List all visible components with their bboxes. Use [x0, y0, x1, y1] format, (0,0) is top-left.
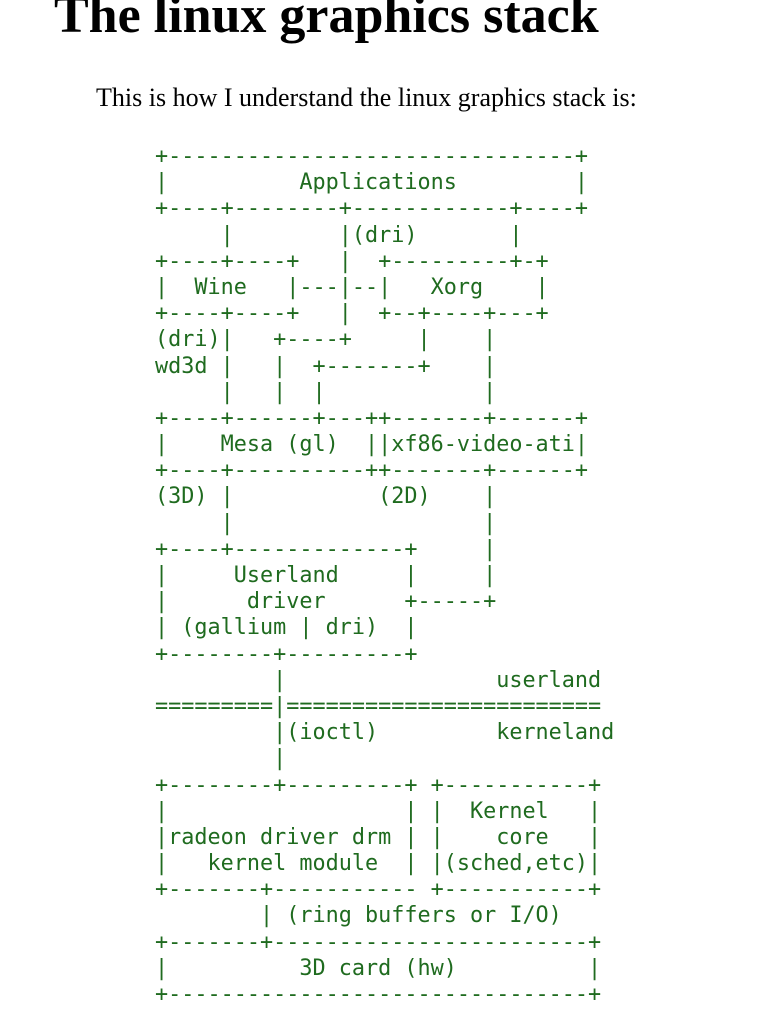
- diagram-line: | Wine |---|--| Xorg |: [155, 274, 549, 300]
- diagram-line: (3D) | (2D) |: [155, 484, 497, 510]
- diagram-line: | |: [155, 510, 497, 536]
- diagram-line: | |(dri) |: [155, 222, 523, 248]
- diagram-line: +----+----+ | +--+----+---+: [155, 301, 549, 327]
- diagram-line: | userland: [155, 667, 602, 693]
- diagram-line: +----+-------------+ |: [155, 536, 497, 562]
- diagram-line: wd3d | | +-------+ |: [155, 353, 497, 379]
- diagram-line: | kernel module | |(sched,etc)|: [155, 851, 602, 877]
- diagram-line: | | | |: [155, 379, 497, 405]
- diagram-line: |radeon driver drm | | core |: [155, 824, 602, 850]
- diagram-line: | (gallium | dri) |: [155, 615, 418, 641]
- diagram-line: +----+--------+------------+----+: [155, 196, 589, 222]
- intro-paragraph: This is how I understand the linux graph…: [96, 83, 637, 112]
- diagram-line: | (ring buffers or I/O): [155, 903, 562, 929]
- diagram-line: | driver +-----+: [155, 589, 497, 615]
- diagram-line: +----+----+ | +---------+-+: [155, 248, 549, 274]
- graphics-stack-ascii-diagram: +-------------------------------+| Appli…: [155, 144, 614, 1008]
- diagram-line: +-------------------------------+: [155, 144, 589, 169]
- diagram-line: +--------+---------+ +-----------+: [155, 772, 602, 798]
- diagram-line: +----+----------++-------+------+: [155, 458, 589, 484]
- diagram-line: +----+------+---++-------+------+: [155, 405, 589, 431]
- diagram-line: =========|========================: [155, 693, 602, 719]
- diagram-line: | | | Kernel |: [155, 798, 602, 824]
- diagram-line: | Userland | |: [155, 563, 497, 588]
- diagram-line: +-------+------------------------+: [155, 929, 602, 955]
- diagram-line: |(ioctl) kerneland: [155, 720, 615, 746]
- diagram-line: +-------+----------- +-----------+: [155, 877, 602, 903]
- diagram-line: |: [155, 746, 287, 772]
- diagram-line: (dri)| +----+ | |: [155, 327, 497, 353]
- diagram-line: | Mesa (gl) ||xf86-video-ati|: [155, 432, 589, 458]
- diagram-line: +--------------------------------+: [155, 982, 602, 1007]
- diagram-line: | 3D card (hw) |: [155, 955, 602, 981]
- diagram-line: +--------+---------+: [155, 641, 418, 667]
- diagram-line: | Applications |: [155, 170, 589, 196]
- page-title: The linux graphics stack: [54, 0, 599, 44]
